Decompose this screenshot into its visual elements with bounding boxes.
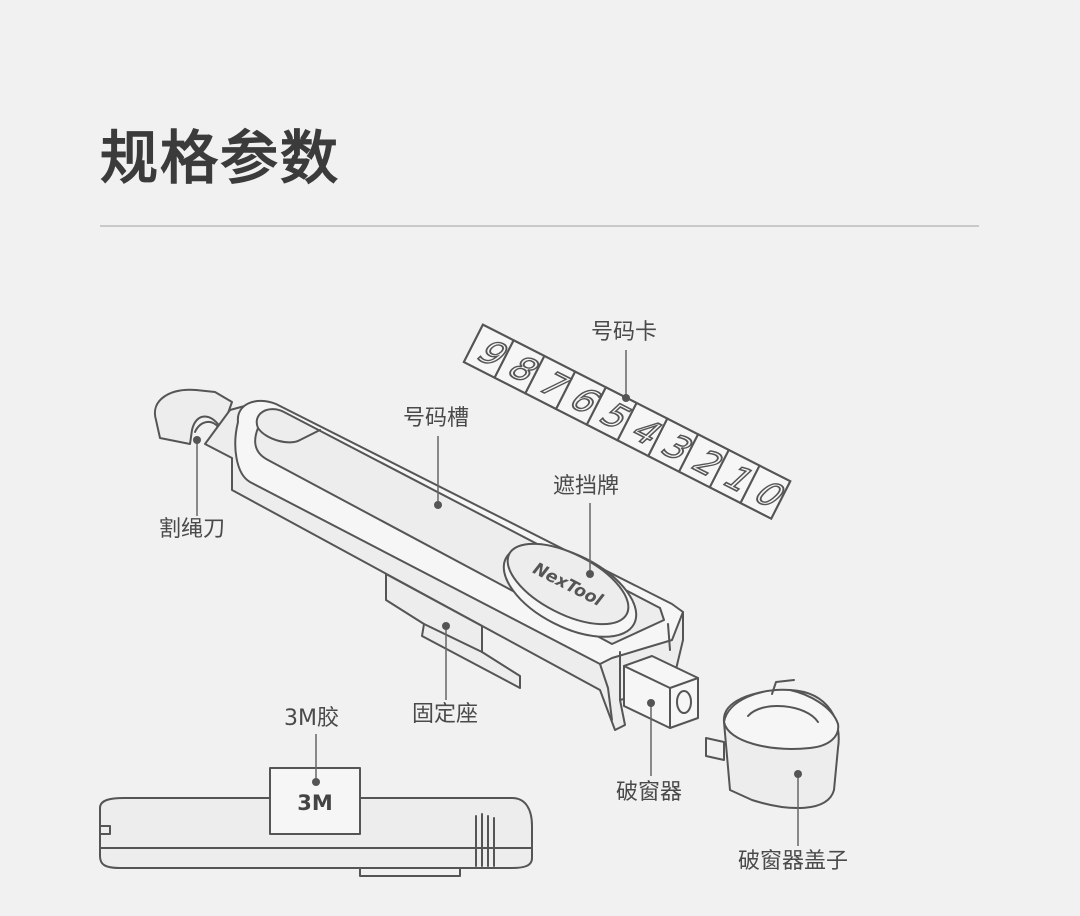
side-view: 3M [99, 767, 533, 877]
adhesive-3m-label: 3M [297, 791, 333, 815]
grip-ridges [475, 813, 495, 867]
mount-base [385, 573, 521, 689]
title-divider [100, 225, 979, 227]
callout-breaker-cap: 破窗器盖子 [738, 849, 849, 874]
leader-lines [193, 350, 802, 846]
callout-cover-plate: 遮挡牌 [553, 474, 620, 499]
callout-rope-cutter: 割绳刀 [159, 517, 226, 542]
callout-mount-base: 固定座 [412, 702, 479, 727]
callout-window-breaker: 破窗器 [616, 780, 683, 805]
callout-adhesive-3m: 3M胶 [284, 706, 339, 731]
breaker-cap [705, 679, 840, 809]
cover-plate: NexTool [502, 542, 638, 638]
callout-number-card: 号码卡 [591, 320, 658, 345]
window-breaker [623, 655, 699, 729]
digit-cell [739, 464, 792, 521]
callout-number-slot: 号码槽 [403, 406, 470, 431]
page-title: 规格参数 [100, 124, 341, 192]
main-body: NexTool [153, 388, 699, 731]
